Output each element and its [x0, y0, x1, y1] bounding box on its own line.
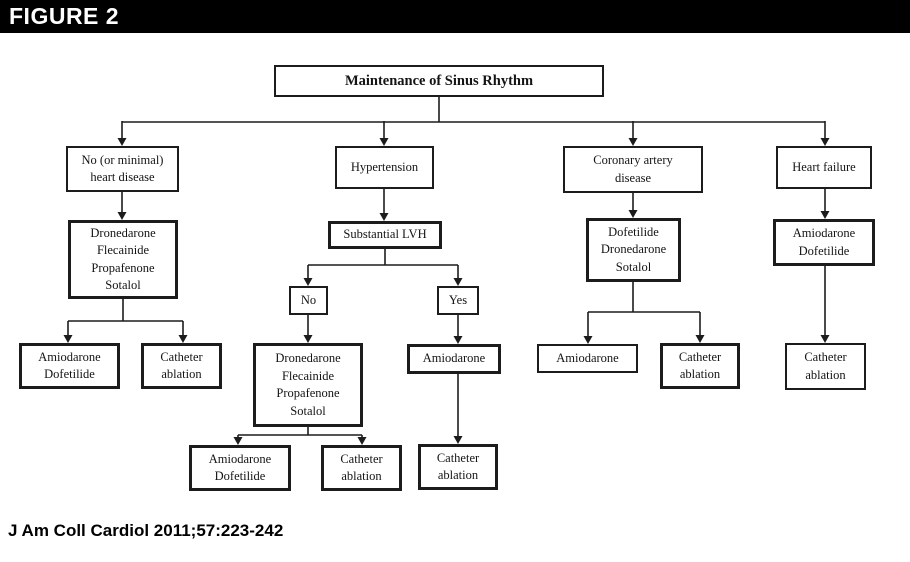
arrowheads [63, 138, 830, 445]
node-htn-amiodarone: Amiodarone [407, 344, 501, 374]
figure-header-bar: FIGURE 2 [0, 0, 910, 33]
node-no-heart-disease: No (or minimal) heart disease [66, 146, 179, 192]
node-nhd-drug-options: Dronedarone Flecainide Propafenone Sotal… [68, 220, 178, 299]
node-nhd-amiodarone-dofetilide: Amiodarone Dofetilide [19, 343, 120, 389]
node-hypertension: Hypertension [335, 146, 434, 189]
node-substantial-lvh: Substantial LVH [328, 221, 442, 249]
node-heart-failure: Heart failure [776, 146, 872, 189]
citation-text: J Am Coll Cardiol 2011;57:223-242 [8, 521, 284, 540]
node-htn-yes-catheter-ablation: Catheter ablation [418, 444, 498, 490]
connector-lines [67, 97, 826, 438]
node-maintenance-of-sinus-rhythm: Maintenance of Sinus Rhythm [274, 65, 604, 97]
node-lvh-yes: Yes [437, 286, 479, 315]
node-hf-amiodarone-dofetilide: Amiodarone Dofetilide [773, 219, 875, 266]
node-htn-drug-options: Dronedarone Flecainide Propafenone Sotal… [253, 343, 363, 427]
figure-label: FIGURE 2 [9, 3, 120, 29]
node-cad-drug-options: Dofetilide Dronedarone Sotalol [586, 218, 681, 282]
node-nhd-catheter-ablation: Catheter ablation [141, 343, 222, 389]
node-hf-catheter-ablation: Catheter ablation [785, 343, 866, 390]
node-htn-amiodarone-dofetilide: Amiodarone Dofetilide [189, 445, 291, 491]
node-cad-catheter-ablation: Catheter ablation [660, 343, 740, 389]
node-coronary-artery-disease: Coronary artery disease [563, 146, 703, 193]
node-htn-catheter-ablation: Catheter ablation [321, 445, 402, 491]
node-lvh-no: No [289, 286, 328, 315]
node-cad-amiodarone: Amiodarone [537, 344, 638, 373]
